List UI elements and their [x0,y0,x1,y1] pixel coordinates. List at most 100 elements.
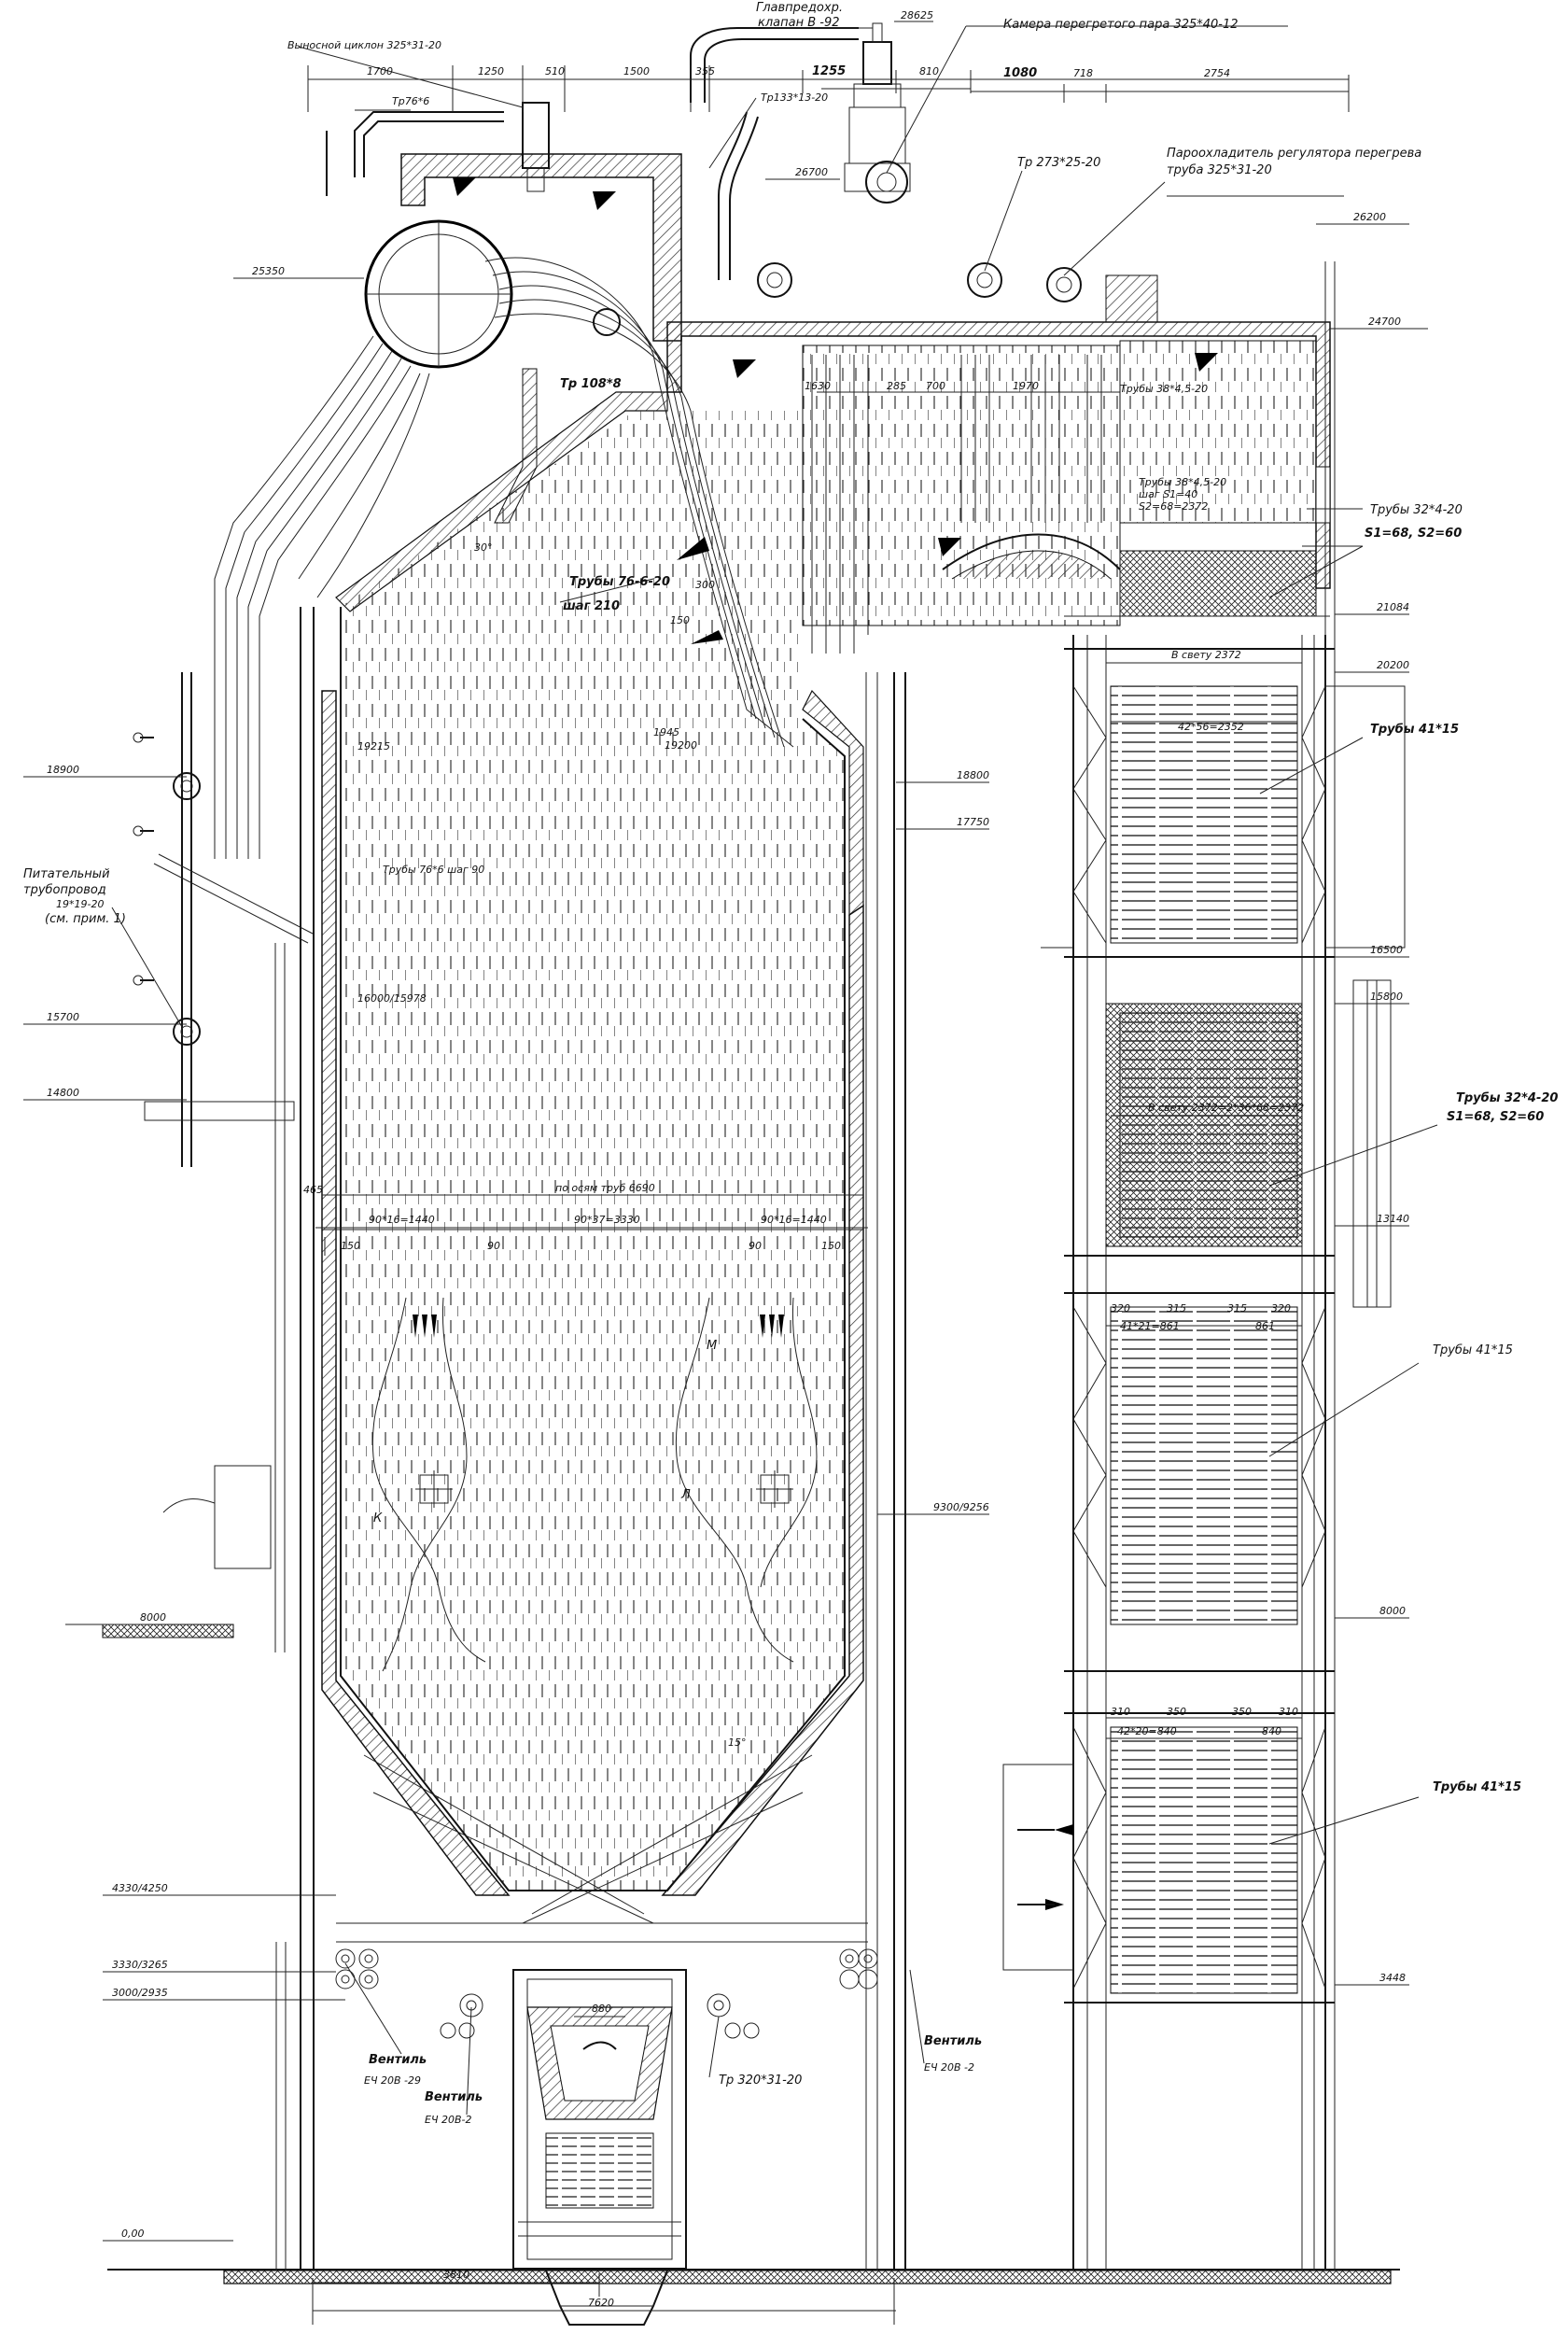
label-pipes-41b: Трубы 41*15 [1433,1343,1513,1357]
elev-26200: 26200 [1353,211,1386,223]
elev-25350: 25350 [252,265,285,277]
dim-880: 880 [592,2003,611,2015]
dim-315a: 315 [1167,1302,1186,1315]
dim-2754: 2754 [1204,67,1230,79]
feed-pipeline [133,672,314,1569]
label-pipes-76-1: Трубы 76-6-20 [569,575,670,589]
dim-150a: 150 [341,1240,360,1252]
dim-1080: 1080 [1003,66,1037,80]
label-valve-left-2: ЕЧ 20В -29 [364,2074,421,2087]
elev-16000: 16000/15978 [357,992,427,1005]
dim-1945: 1945 [653,726,679,738]
dim-718: 718 [1073,67,1093,79]
leader-lines [111,25,1438,2116]
label-pipes-41a: Трубы 41*15 [1370,723,1459,737]
dim-350b: 350 [1232,1706,1252,1718]
elevation-lines [23,21,1428,2242]
elev-8000-right: 8000 [1379,1605,1406,1617]
label-cyclone: Выносной циклон 325*31-20 [287,39,441,51]
foundation [102,1624,1400,2326]
label-pipes-32a-1: Трубы 32*4-20 [1370,503,1463,517]
label-tr273: Тр 273*25-20 [1017,156,1100,170]
elev-3448: 3448 [1379,1972,1406,1984]
dim-320a: 320 [1111,1302,1130,1315]
elev-28625: 28625 [901,9,933,21]
dim-150c: 150 [670,614,690,626]
label-letter-l: Л [680,1488,691,1502]
dim-15deg: 15° [728,1736,747,1749]
label-tr133: Тр133*13-20 [761,91,828,104]
elev-26700: 26700 [795,166,828,178]
elev-16500: 16500 [1370,944,1403,956]
elev-19200: 19200 [665,739,697,752]
label-pipes-32b-1: Трубы 32*4-20 [1456,1091,1558,1105]
dim-350a: 350 [1167,1706,1186,1718]
elevation-labels: 28625 26700 26200 25350 24700 21084 2020… [47,9,1409,2240]
dim-1255: 1255 [812,64,846,78]
elev-4330: 4330/4250 [112,1882,168,1894]
label-superheat-chamber: Камера перегретого пара 325*40-12 [1003,18,1239,32]
ash-hopper [335,1922,878,2270]
dim-1700: 1700 [367,65,393,77]
dim-700: 700 [926,380,945,392]
drum-area [214,22,1082,859]
dim-310a: 310 [1111,1706,1130,1718]
elev-18900: 18900 [47,764,79,776]
label-pipes-32a-2: S1=68, S2=60 [1365,527,1462,541]
dim-42-20a: 42*20=840 [1117,1725,1177,1737]
dim-300: 300 [695,579,715,591]
label-pipes-32b-2: S1=68, S2=60 [1447,1110,1544,1124]
elev-9300: 9300/9256 [933,1501,989,1513]
view-markers [453,177,1218,644]
elev-18800: 18800 [957,769,989,781]
elev-14800: 14800 [47,1087,79,1099]
label-tr108: Тр 108*8 [560,377,622,391]
label-main-valve-2: клапан В -92 [758,16,840,30]
dim-1970: 1970 [1013,380,1039,392]
label-tr76: Тр76*6 [392,95,429,107]
label-pipes-41c: Трубы 41*15 [1433,1780,1521,1794]
label-feed-3: 19*19-20 [56,898,104,910]
dim-90-37-3330: 90*37=3330 [574,1214,640,1226]
label-pipes-38b-1: Трубы 38*4,5-20 [1139,476,1226,488]
label-desuperheater-2: труба 325*31-20 [1167,163,1272,177]
dim-90b: 90 [749,1240,762,1252]
label-valve-mid-2: ЕЧ 20В-2 [425,2114,472,2126]
dim-42-56: 42*56=2352 [1178,721,1244,733]
elev-8000-left: 8000 [140,1611,166,1624]
elev-3330: 3330/3265 [112,1959,168,1971]
dim-42-20b: 840 [1262,1725,1281,1737]
label-valve-left-1: Вентиль [369,2053,427,2067]
elev-15800: 15800 [1370,991,1403,1003]
label-clear-2372: В свету 2372 [1171,649,1241,661]
dim-810: 810 [919,65,939,77]
dim-90-16-1440b: 90*16=1440 [761,1214,827,1226]
label-feed-4: (см. прим. 1) [45,912,126,926]
elev-3000: 3000/2935 [112,1987,168,1999]
label-feed-1: Питательный [23,867,110,881]
label-axis-6690: по осям труб 6690 [555,1182,655,1194]
label-letter-k: К [373,1511,383,1525]
label-valve-mid-1: Вентиль [425,2090,483,2104]
elev-15700: 15700 [47,1011,79,1023]
dimension-labels: 1700 1250 510 1500 355 1255 810 1080 718… [303,64,1298,2309]
label-desuperheater-1: Пароохладитель регулятора перегрева [1167,147,1421,161]
label-letter-m: М [707,1339,717,1353]
elev-24700: 24700 [1368,316,1401,328]
dim-1250: 1250 [478,65,504,77]
dimension-lines [307,65,1350,2325]
label-screen-pipes: Трубы 76*6 шаг 90 [383,864,484,876]
dim-355: 355 [695,65,715,77]
label-pipes-38b-3: S2=68=2372 [1139,500,1208,513]
dim-3810: 3810 [443,2269,469,2281]
dim-465: 465 [303,1184,323,1196]
dim-320b: 320 [1271,1302,1291,1315]
dim-7620: 7620 [588,2297,614,2309]
dim-1500: 1500 [623,65,650,77]
left-steel-columns [274,607,906,2271]
label-main-valve-1: Главпредохр. [756,1,843,15]
label-valve-right-2: ЕЧ 20В -2 [924,2061,974,2074]
dim-41-21b: 861 [1255,1320,1275,1332]
elev-0: 0,00 [121,2228,145,2240]
